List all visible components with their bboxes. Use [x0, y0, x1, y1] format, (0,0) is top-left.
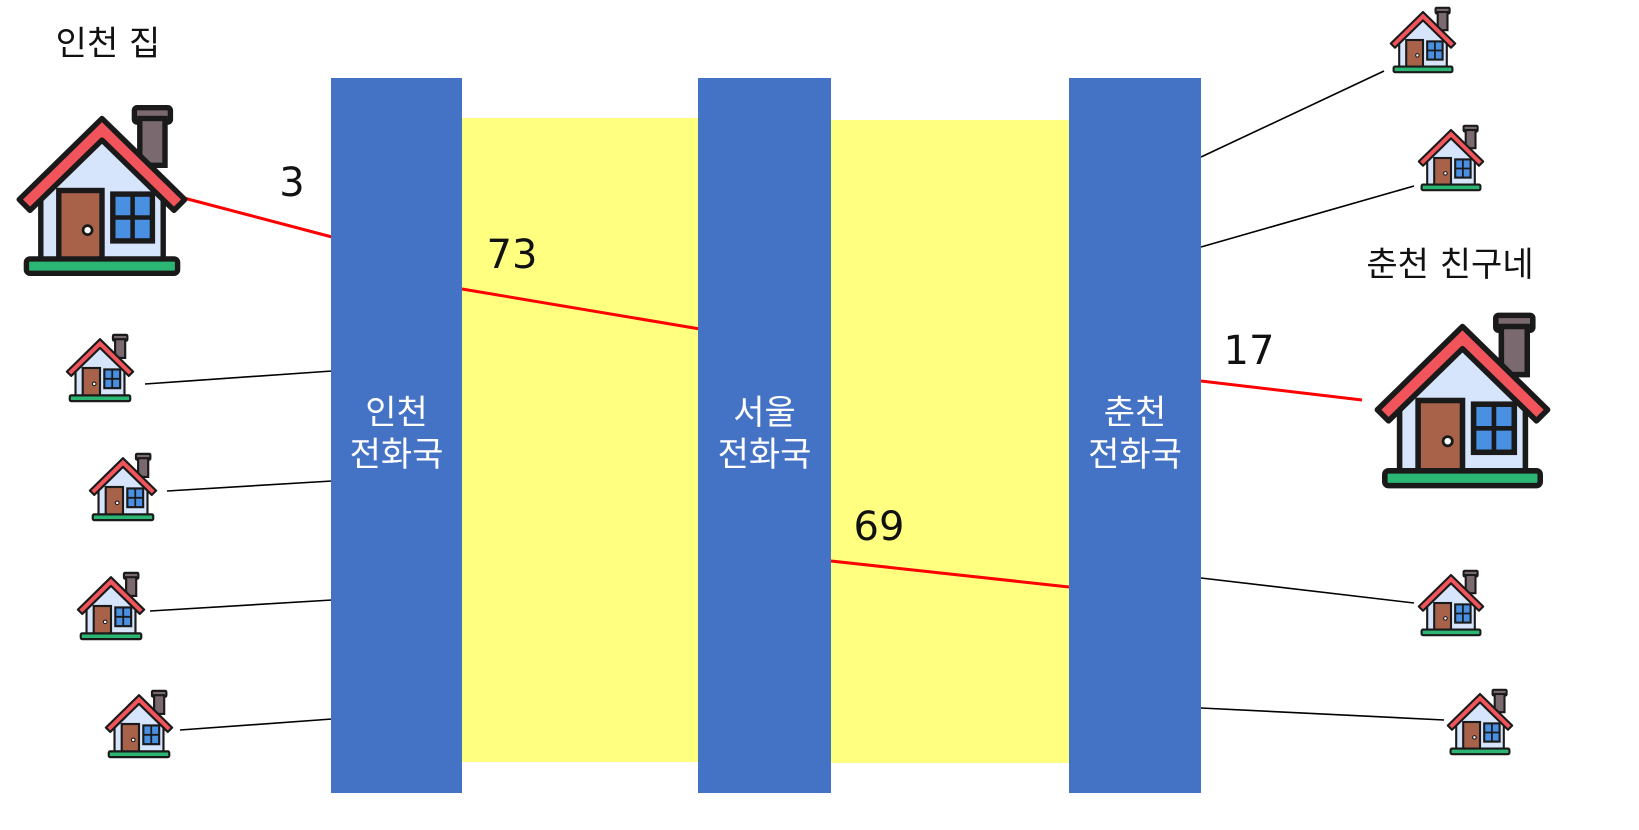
exchange-seoul: 서울 전화국 — [698, 78, 831, 793]
exchange-incheon-suffix: 전화국 — [350, 435, 444, 475]
trunk-seoul-chuncheon — [831, 120, 1069, 763]
subscriber-line — [1200, 70, 1385, 158]
house-icon — [1417, 124, 1485, 192]
link-number-incheon-to-seoul: 73 — [487, 232, 538, 278]
caller-home-label: 인천 집 — [56, 24, 161, 64]
exchange-chuncheon: 춘천 전화국 — [1069, 78, 1201, 793]
subscriber-line — [1200, 185, 1415, 248]
subscriber-line — [179, 718, 333, 731]
house-icon — [1446, 688, 1514, 756]
link-number-home-to-incheon: 3 — [279, 160, 304, 206]
house-icon — [76, 571, 146, 641]
subscriber-line — [144, 370, 333, 385]
subscriber-line — [1200, 707, 1445, 721]
exchange-seoul-name: 서울 — [733, 393, 796, 433]
house-icon — [1389, 6, 1457, 74]
trunk-incheon-seoul — [462, 118, 700, 762]
house-icon — [1417, 569, 1485, 637]
house-icon — [65, 333, 135, 403]
callee-house-icon — [1377, 315, 1547, 485]
callee-home-label: 춘천 친구네 — [1366, 245, 1533, 285]
house-icon — [88, 452, 158, 522]
exchange-chuncheon-name: 춘천 — [1104, 393, 1167, 433]
link-number-seoul-to-chuncheon: 69 — [854, 504, 905, 550]
link-home-to-incheon — [179, 195, 333, 239]
exchange-chuncheon-suffix: 전화국 — [1088, 435, 1182, 475]
caller-house-icon — [19, 108, 185, 274]
exchange-incheon-name: 인천 — [365, 393, 428, 433]
link-number-chuncheon-to-friend: 17 — [1224, 328, 1275, 374]
link-incheon-to-seoul — [461, 287, 701, 331]
house-icon — [104, 689, 174, 759]
subscriber-line — [149, 599, 333, 612]
link-seoul-to-chuncheon — [830, 559, 1070, 589]
subscriber-line — [166, 480, 333, 492]
exchange-seoul-suffix: 전화국 — [718, 435, 812, 475]
exchange-incheon: 인천 전화국 — [331, 78, 462, 793]
subscriber-line — [1200, 577, 1415, 604]
link-chuncheon-to-friend — [1200, 379, 1363, 402]
